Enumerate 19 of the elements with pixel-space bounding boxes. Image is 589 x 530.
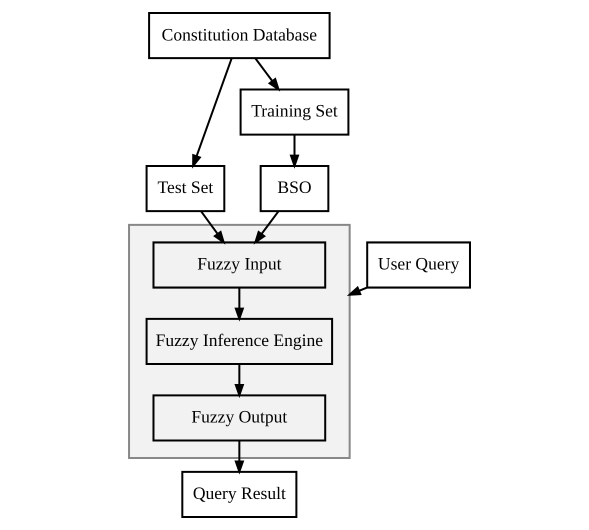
node-box: User Query <box>366 241 471 289</box>
node-box: Test Set <box>146 164 226 212</box>
arrow <box>234 364 244 398</box>
arrow <box>234 288 244 322</box>
arrow <box>290 134 300 169</box>
cluster <box>128 224 351 460</box>
arrow <box>234 440 244 475</box>
arrow <box>200 210 226 245</box>
arrow <box>346 286 368 296</box>
node-box: Fuzzy Output <box>152 394 326 442</box>
arrow <box>192 58 233 169</box>
node-box: BSO <box>260 164 330 212</box>
node-box: Query Result <box>181 470 298 518</box>
arrow <box>254 58 280 92</box>
node-box: Constitution Database <box>148 12 331 60</box>
node-box: Fuzzy Input <box>152 241 326 289</box>
arrow <box>254 210 280 245</box>
node-box: Fuzzy Inference Engine <box>146 318 334 366</box>
node-box: Training Set <box>240 88 350 136</box>
